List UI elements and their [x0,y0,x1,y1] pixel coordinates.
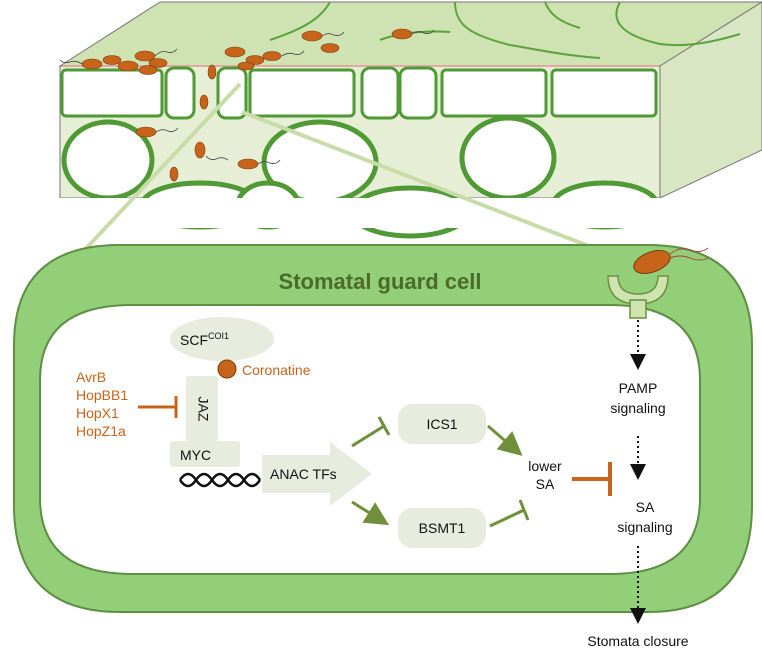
coronatine-icon [217,359,237,379]
effector-hopbb1: HopBB1 [76,387,128,403]
sa-inhibition [572,462,612,496]
sa-signaling-line1: SA [636,499,655,515]
dna-helix-icon [178,472,262,488]
stomata-closure-label: Stomata closure [587,633,688,649]
bacteria-cluster [81,28,413,182]
lower-sa-line2: SA [536,476,555,492]
scf-coi1-complex [170,317,274,361]
myc-label: MYC [180,447,211,463]
pamp-line2: signaling [610,400,665,416]
effector-hopx1: HopX1 [76,405,119,421]
scf-superscript: COI1 [208,331,229,341]
pamp-line1: PAMP [619,380,658,396]
zoom-line-right [241,110,631,264]
ics1-label: ICS1 [426,416,457,432]
myc-protein [170,441,240,467]
lower-sa-line1: lower [528,458,562,474]
anac-tfs-label: ANAC TFs [270,466,337,482]
effector-list: AvrB HopBB1 HopX1 HopZ1a [76,369,128,439]
effector-hopz1a: HopZ1a [76,423,126,439]
bsmt1-box [398,508,486,548]
leaf-tissue-block [58,1,762,239]
sa-signaling-line2: signaling [617,519,672,535]
effector-inhibition [138,396,178,418]
scf-base: SCF [180,332,208,348]
jaz-label: JAZ [195,397,211,422]
ics1-box [398,404,486,444]
pathway-arrows [351,416,530,528]
coronatine-label: Coronatine [242,362,311,378]
scf-coi1-label: SCFCOI1 [180,331,229,348]
bsmt1-label: BSMT1 [419,520,466,536]
guard-cell-title: Stomatal guard cell [279,269,482,294]
effector-avrb: AvrB [76,369,106,385]
anac-tfs-arrow [262,442,372,506]
bacterium-icon [633,247,709,274]
receptor-icon [607,275,669,319]
jaz-protein [186,376,218,442]
